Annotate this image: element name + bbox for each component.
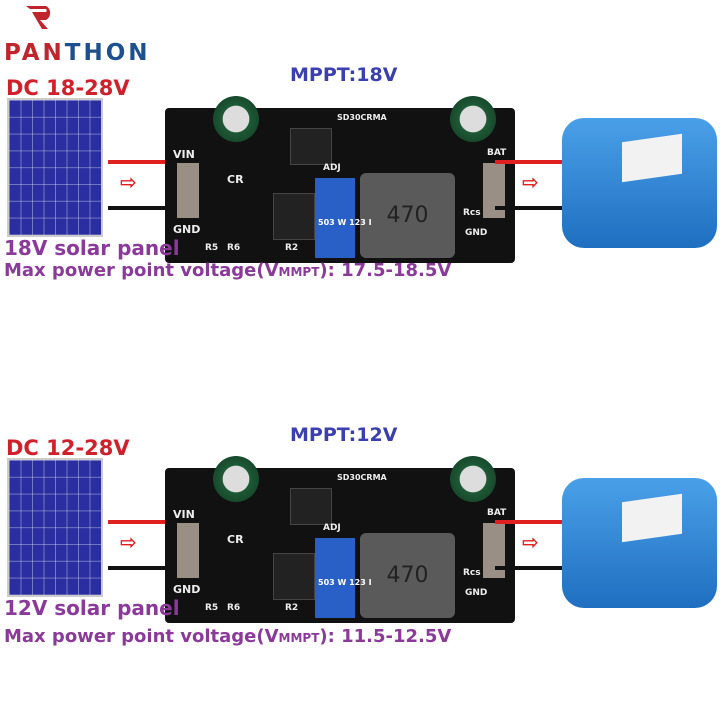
mppt-board-image: 470 VIN GND CR ADJ R5 R6 R2 Rcs GND BAT …: [165, 96, 515, 263]
red-wire: [108, 160, 183, 164]
red-wire: [495, 160, 565, 164]
arrow-icon: ⇨: [522, 530, 539, 554]
mppt-label: MPPT:12V: [290, 424, 398, 446]
brand-logo: PANTHON: [4, 40, 151, 66]
mppt-label: MPPT:18V: [290, 64, 398, 86]
red-wire: [495, 520, 565, 524]
input-voltage-label: DC 18-28V: [6, 76, 130, 100]
arrow-icon: ⇨: [120, 170, 137, 194]
battery-pack-image: [562, 118, 717, 248]
red-wire: [108, 520, 183, 524]
max-power-voltage-label: Max power point voltage(VMMPT): 11.5-12.…: [4, 626, 452, 647]
black-wire: [495, 566, 565, 570]
solar-panel-image: [7, 98, 103, 237]
black-wire: [108, 566, 183, 570]
max-power-voltage-label: Max power point voltage(VMMPT): 17.5-18.…: [4, 260, 452, 281]
mppt-board-image: 470 VIN GND CR ADJ R5 R6 R2 Rcs GND BAT …: [165, 456, 515, 623]
logo-icon: [26, 6, 51, 29]
arrow-icon: ⇨: [522, 170, 539, 194]
black-wire: [108, 206, 183, 210]
battery-pack-image: [562, 478, 717, 608]
arrow-icon: ⇨: [120, 530, 137, 554]
solar-panel-label: 12V solar panel: [4, 596, 180, 620]
input-voltage-label: DC 12-28V: [6, 436, 130, 460]
solar-panel-label: 18V solar panel: [4, 236, 180, 260]
black-wire: [495, 206, 565, 210]
solar-panel-image: [7, 458, 103, 597]
